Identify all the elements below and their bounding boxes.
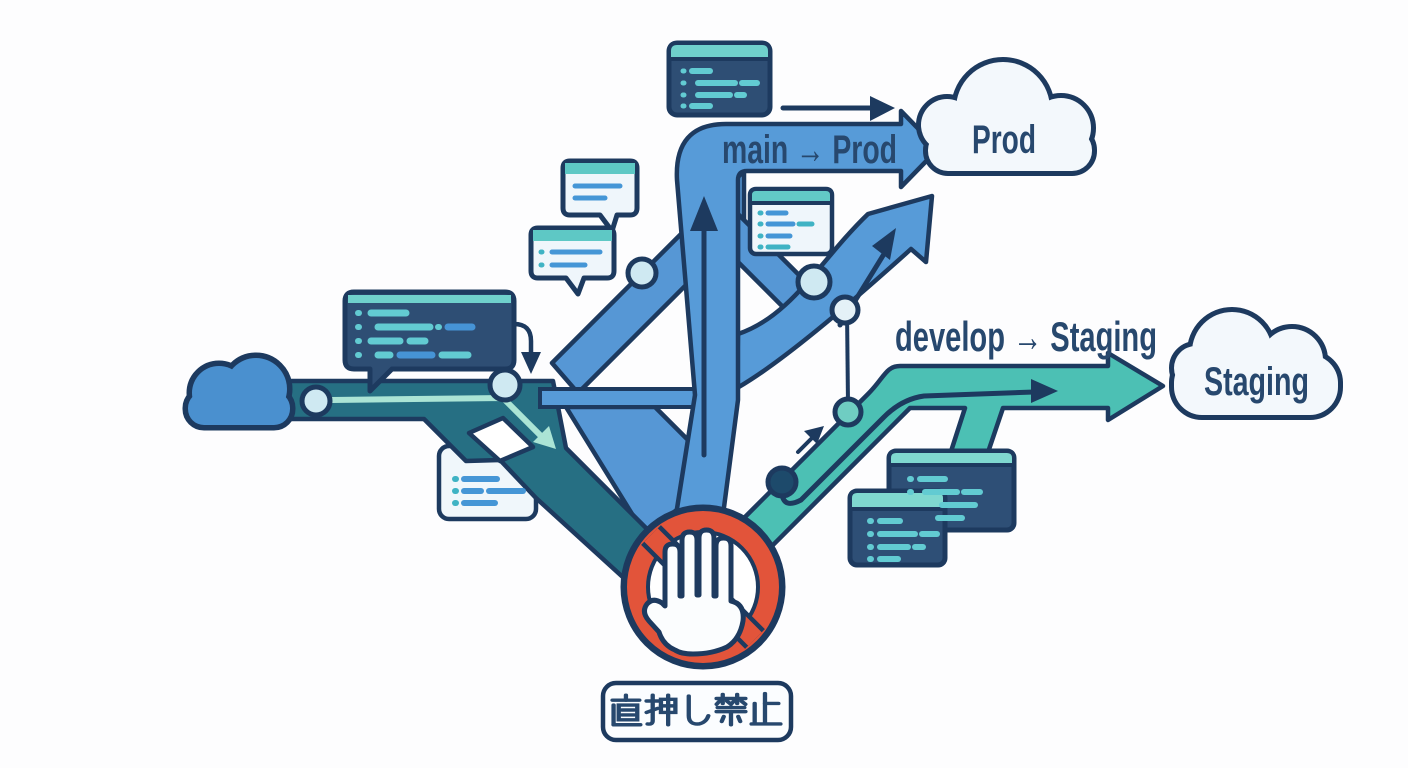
svg-text:main → Prod: main → Prod xyxy=(722,128,897,172)
svg-text:develop → Staging: develop → Staging xyxy=(895,313,1157,360)
svg-text:Staging: Staging xyxy=(1204,360,1309,404)
svg-text:Prod: Prod xyxy=(972,118,1036,162)
